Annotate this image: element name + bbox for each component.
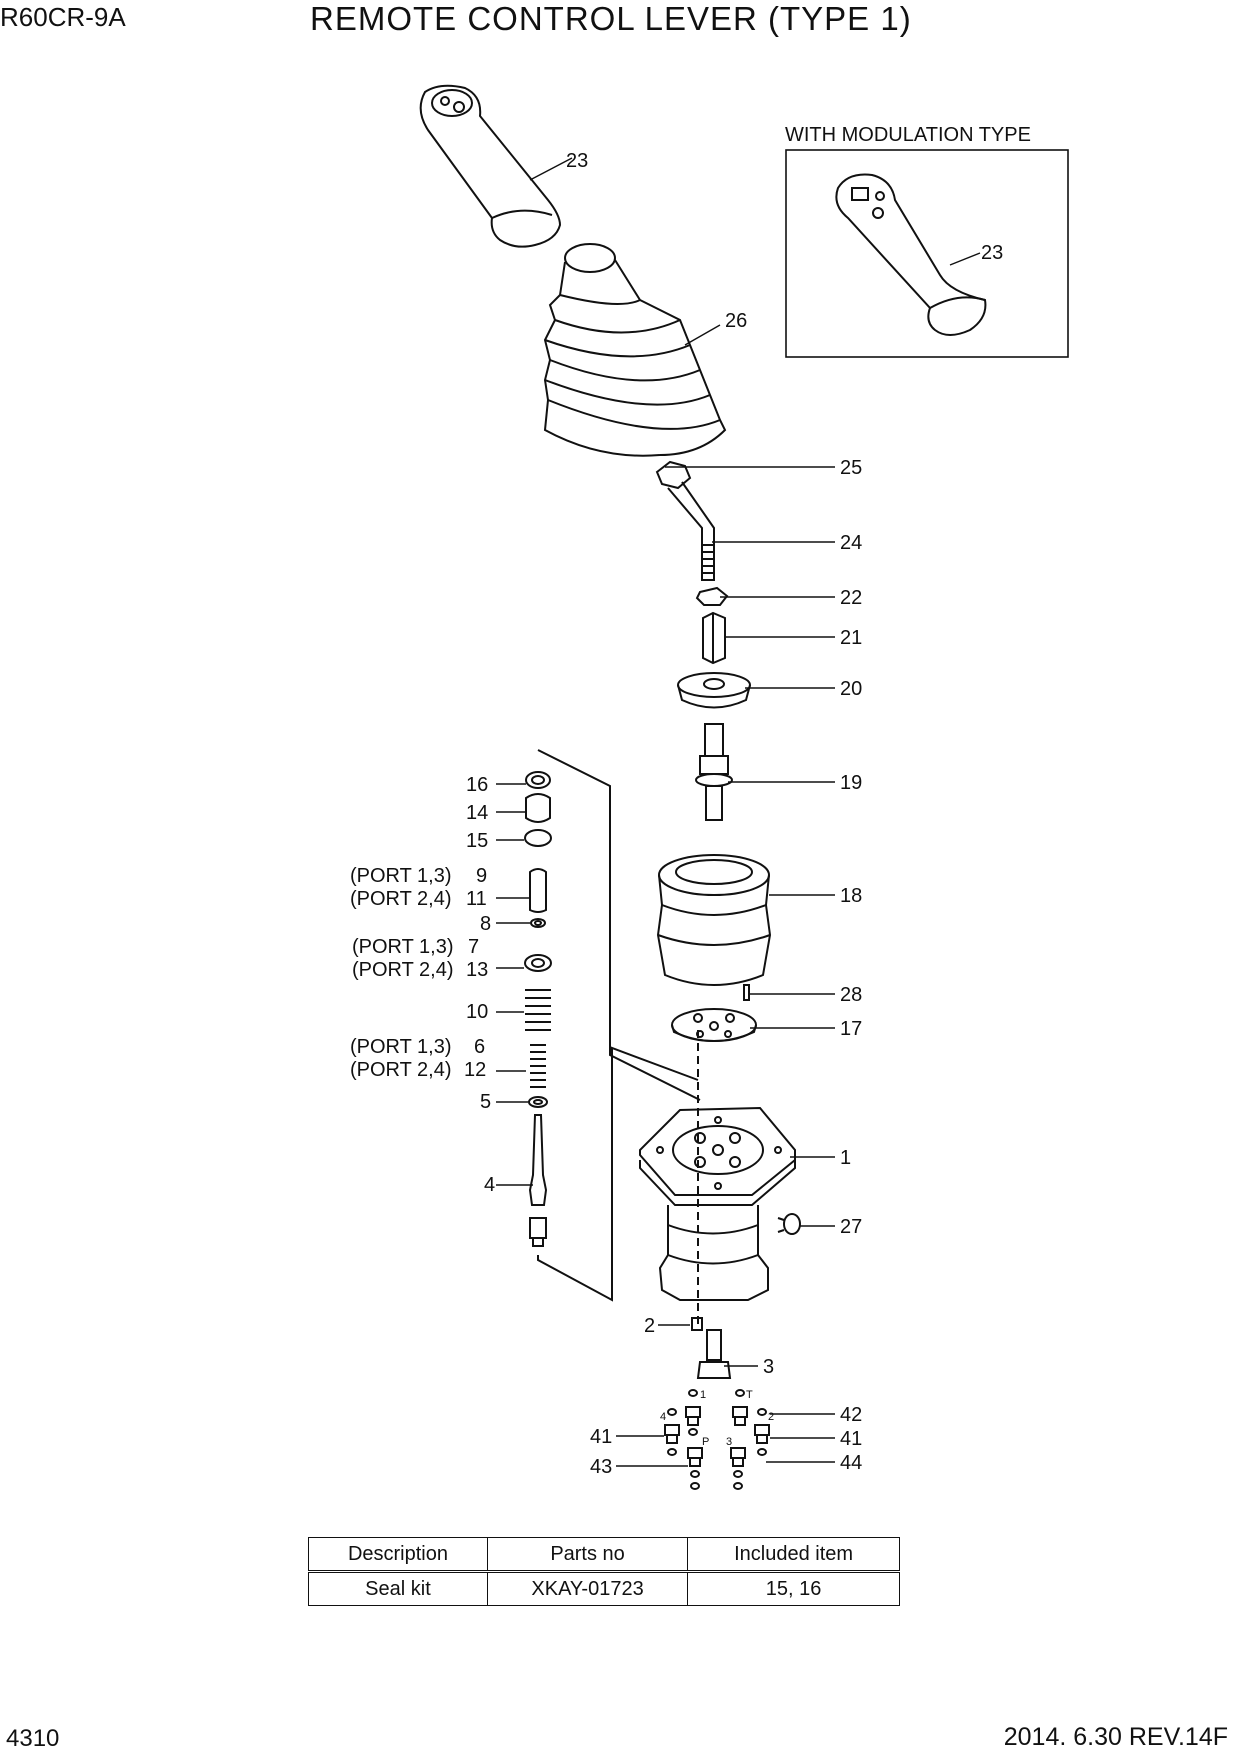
port-label-13-b: (PORT 1,3) bbox=[352, 936, 454, 958]
port-mark-3: 3 bbox=[726, 1436, 732, 1448]
callout-43: 43 bbox=[590, 1456, 612, 1478]
coupling-part bbox=[702, 611, 726, 665]
callout-41-left: 41 bbox=[590, 1426, 612, 1448]
callout-26: 26 bbox=[725, 310, 747, 332]
universal-joint-part bbox=[695, 723, 733, 821]
model-code: R60CR-9A bbox=[0, 2, 126, 32]
callout-6: 6 bbox=[474, 1036, 485, 1058]
plug-part bbox=[777, 1213, 801, 1235]
callout-42: 42 bbox=[840, 1404, 862, 1426]
callout-3: 3 bbox=[763, 1356, 774, 1378]
callout-8: 8 bbox=[480, 913, 491, 935]
port-mark-4: 4 bbox=[660, 1411, 666, 1423]
callout-24: 24 bbox=[840, 532, 862, 554]
table-row: Seal kit XKAY-01723 15, 16 bbox=[308, 1571, 900, 1606]
port-label-13-c: (PORT 1,3) bbox=[350, 1036, 452, 1058]
callout-9: 9 bbox=[476, 865, 487, 887]
callout-12: 12 bbox=[464, 1059, 486, 1081]
port-mark-2: 2 bbox=[768, 1411, 774, 1423]
rubber-boot-part bbox=[543, 243, 727, 457]
callout-17: 17 bbox=[840, 1018, 862, 1040]
nut-part bbox=[655, 460, 692, 490]
callout-15: 15 bbox=[466, 830, 488, 852]
callout-23: 23 bbox=[566, 150, 588, 172]
callout-10: 10 bbox=[466, 1001, 488, 1023]
valve-spool-stack bbox=[524, 771, 552, 1247]
port-mark-T: T bbox=[746, 1389, 753, 1401]
bolt-part bbox=[696, 1329, 732, 1379]
callout-4: 4 bbox=[484, 1174, 495, 1196]
plug-small-part bbox=[691, 1317, 703, 1331]
inset-title: WITH MODULATION TYPE bbox=[785, 124, 1031, 146]
cell-included-item: 15, 16 bbox=[687, 1571, 900, 1606]
callout-41-right: 41 bbox=[840, 1428, 862, 1450]
callout-25: 25 bbox=[840, 457, 862, 479]
port-mark-1: 1 bbox=[700, 1389, 706, 1401]
port-connectors bbox=[664, 1389, 770, 1490]
lock-nut-part bbox=[695, 586, 729, 606]
callout-11: 11 bbox=[466, 888, 487, 910]
callout-20: 20 bbox=[840, 678, 862, 700]
callout-27: 27 bbox=[840, 1216, 862, 1238]
col-header-description: Description bbox=[308, 1537, 488, 1573]
page-number: 4310 bbox=[6, 1725, 60, 1752]
modulation-inset-box bbox=[785, 149, 1069, 358]
callout-14: 14 bbox=[466, 802, 488, 824]
callout-7: 7 bbox=[468, 936, 479, 958]
inset-callout-23: 23 bbox=[981, 242, 1003, 264]
cell-parts-no: XKAY-01723 bbox=[486, 1571, 689, 1606]
disc-plate-part bbox=[677, 672, 751, 709]
callout-1: 1 bbox=[840, 1147, 851, 1169]
col-header-parts-no: Parts no bbox=[486, 1537, 689, 1573]
port-label-24-b: (PORT 2,4) bbox=[352, 959, 454, 981]
callout-44: 44 bbox=[840, 1452, 862, 1474]
plate-part bbox=[671, 1008, 757, 1042]
modulation-grip-part bbox=[835, 173, 987, 336]
housing-cover-part bbox=[656, 854, 772, 986]
callout-16: 16 bbox=[466, 774, 488, 796]
pin-part bbox=[743, 984, 750, 1001]
callout-22: 22 bbox=[840, 587, 862, 609]
port-mark-P: P bbox=[702, 1436, 709, 1448]
page-title: REMOTE CONTROL LEVER (TYPE 1) bbox=[310, 0, 912, 37]
port-label-24-a: (PORT 2,4) bbox=[350, 888, 452, 910]
col-header-included-item: Included item bbox=[687, 1537, 900, 1573]
port-label-24-c: (PORT 2,4) bbox=[350, 1059, 452, 1081]
callout-28: 28 bbox=[840, 984, 862, 1006]
revision-date: 2014. 6.30 REV.14F bbox=[1003, 1723, 1228, 1751]
seal-kit-table: Description Parts no Included item Seal … bbox=[308, 1537, 900, 1606]
valve-body-part bbox=[639, 1106, 796, 1301]
lever-rod-part bbox=[667, 481, 715, 581]
grip-lever-part bbox=[419, 84, 562, 248]
callout-2: 2 bbox=[644, 1315, 655, 1337]
callout-19: 19 bbox=[840, 772, 862, 794]
callout-21: 21 bbox=[840, 627, 862, 649]
callout-5: 5 bbox=[480, 1091, 491, 1113]
callout-13: 13 bbox=[466, 959, 488, 981]
callout-18: 18 bbox=[840, 885, 862, 907]
cell-description: Seal kit bbox=[308, 1571, 488, 1606]
port-label-13-a: (PORT 1,3) bbox=[350, 865, 452, 887]
